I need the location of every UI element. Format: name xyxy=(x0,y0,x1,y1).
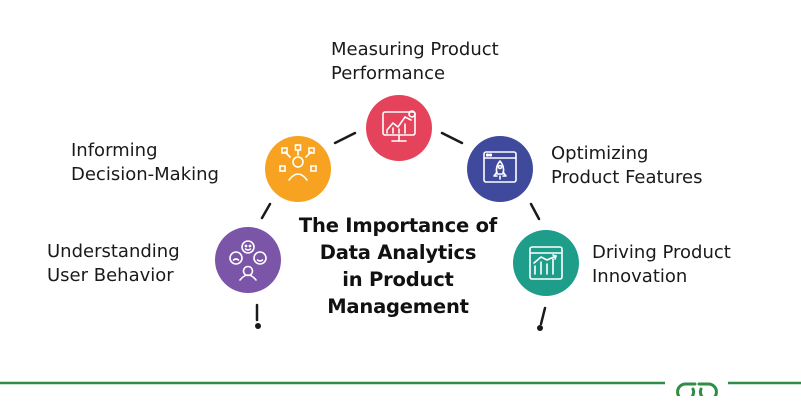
label-optimizing-line-1: Optimizing xyxy=(551,143,649,164)
label-measuring-line-2: Performance xyxy=(331,63,446,84)
label-decision-line-2: Decision-Making xyxy=(71,164,219,185)
node-circle-driving xyxy=(513,230,579,296)
node-measuring xyxy=(366,95,432,161)
connector-optimizing-driving xyxy=(529,202,541,221)
center-title-line-3: in Product xyxy=(342,268,454,291)
label-decision-line-1: Informing xyxy=(71,140,158,161)
users-emotion-icon xyxy=(229,240,267,281)
end-dot-left xyxy=(255,323,261,329)
node-optimizing xyxy=(467,136,533,202)
node-behavior xyxy=(215,227,281,293)
label-driving: Driving Product Innovation xyxy=(592,241,731,289)
end-dot-right xyxy=(537,325,543,331)
connector-decision-measuring xyxy=(333,131,357,145)
connector-right-tail xyxy=(539,306,547,326)
growth-chart-icon xyxy=(529,246,563,280)
label-optimizing-line-2: Product Features xyxy=(551,167,703,188)
center-title-line-1: The Importance of xyxy=(298,214,498,237)
center-title-line-2: Data Analytics xyxy=(319,241,477,264)
node-driving xyxy=(513,230,579,296)
connector-measuring-optimizing xyxy=(440,131,464,145)
label-measuring: Measuring Product Performance xyxy=(331,38,499,86)
node-circle-decision xyxy=(265,136,331,202)
node-decision xyxy=(265,136,331,202)
label-behavior-line-1: Understanding xyxy=(47,241,180,262)
node-circle-measuring xyxy=(366,95,432,161)
label-driving-line-2: Innovation xyxy=(592,266,688,287)
label-measuring-line-1: Measuring Product xyxy=(331,39,499,60)
performance-monitor-icon xyxy=(382,110,416,142)
arc-connectors xyxy=(255,131,547,326)
label-behavior-line-2: User Behavior xyxy=(47,265,174,286)
center-title-line-4: Management xyxy=(327,295,469,318)
geeksforgeeks-logo xyxy=(676,382,718,396)
center-title: The Importance of Data Analytics in Prod… xyxy=(268,212,528,320)
label-behavior: Understanding User Behavior xyxy=(47,240,180,288)
label-decision: Informing Decision-Making xyxy=(71,139,219,187)
label-driving-line-1: Driving Product xyxy=(592,242,731,263)
decision-network-icon xyxy=(279,144,317,181)
connector-behavior-decision xyxy=(260,202,272,220)
rocket-launch-icon xyxy=(483,151,517,183)
label-optimizing: Optimizing Product Features xyxy=(551,142,702,190)
node-circle-behavior xyxy=(215,227,281,293)
